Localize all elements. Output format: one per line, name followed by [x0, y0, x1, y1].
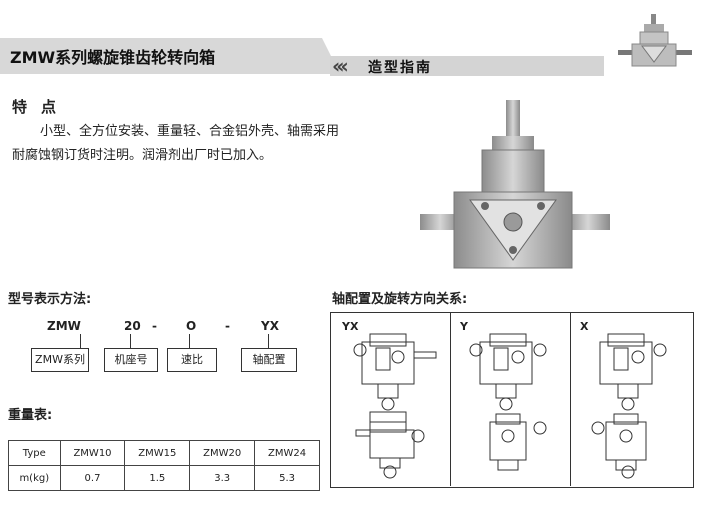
- table-row: Type ZMW10 ZMW15 ZMW20 ZMW24: [8, 440, 320, 466]
- shaft-config-diagrams: [353, 333, 667, 479]
- chevron-icon: ‹‹‹: [332, 54, 349, 78]
- header-bar: [0, 38, 340, 74]
- box-config: 轴配置: [241, 348, 297, 372]
- config-diagram-y-top: [469, 333, 547, 411]
- config-frame: [330, 312, 694, 488]
- connector-line: [189, 334, 190, 348]
- config-diagram-x-bottom: [591, 413, 647, 479]
- table-cell: Type: [8, 440, 61, 466]
- features-text: 小型、全方位安装、重量轻、合金铝外壳、轴需采用耐腐蚀钢订货时注明。润滑剂出厂时已…: [12, 124, 340, 163]
- table-cell: 3.3: [189, 465, 256, 491]
- page-title: ZMW系列螺旋锥齿轮转向箱: [10, 48, 216, 67]
- model-code-heading: 型号表示方法:: [8, 292, 92, 307]
- table-cell: 5.3: [254, 465, 320, 491]
- table-cell: ZMW15: [124, 440, 191, 466]
- box-series: ZMW系列: [31, 348, 89, 372]
- config-heading: 轴配置及旋转方向关系:: [332, 292, 468, 307]
- section-subtitle: 造型指南: [368, 60, 432, 76]
- code-config: YX: [261, 319, 279, 333]
- table-cell: 0.7: [59, 465, 126, 491]
- code-ratio: O: [186, 319, 197, 333]
- code-frame: 20: [124, 319, 141, 333]
- subtitle-strip: [330, 56, 604, 76]
- code-dash-2: -: [225, 319, 230, 333]
- code-series: ZMW: [47, 319, 81, 333]
- features-heading: 特点: [12, 98, 71, 116]
- config-divider: [570, 312, 571, 486]
- connector-line: [80, 334, 81, 348]
- box-ratio: 速比: [167, 348, 217, 372]
- config-diagram-y-bottom: [489, 413, 547, 471]
- config-diagram-yx-bottom: [355, 411, 425, 479]
- config-label-y: Y: [460, 320, 468, 333]
- config-diagram-x-top: [599, 333, 667, 411]
- table-cell: ZMW24: [254, 440, 320, 466]
- table-cell: m(kg): [8, 465, 61, 491]
- config-diagram-yx-top: [353, 333, 437, 411]
- table-cell: 1.5: [124, 465, 191, 491]
- connector-line: [268, 334, 269, 348]
- thumbnail-gearbox-image: [618, 14, 692, 67]
- weight-table: Type ZMW10 ZMW15 ZMW20 ZMW24 m(kg) 0.7 1…: [8, 440, 320, 491]
- box-frame: 机座号: [104, 348, 158, 372]
- config-label-x: X: [580, 320, 589, 333]
- table-row: m(kg) 0.7 1.5 3.3 5.3: [8, 465, 320, 491]
- weight-heading: 重量表:: [8, 408, 53, 423]
- code-dash-1: -: [152, 319, 157, 333]
- config-divider: [450, 312, 451, 486]
- gearbox-product-image: [420, 100, 610, 269]
- table-cell: ZMW10: [59, 440, 126, 466]
- config-label-yx: YX: [342, 320, 359, 333]
- connector-line: [130, 334, 131, 348]
- table-cell: ZMW20: [189, 440, 256, 466]
